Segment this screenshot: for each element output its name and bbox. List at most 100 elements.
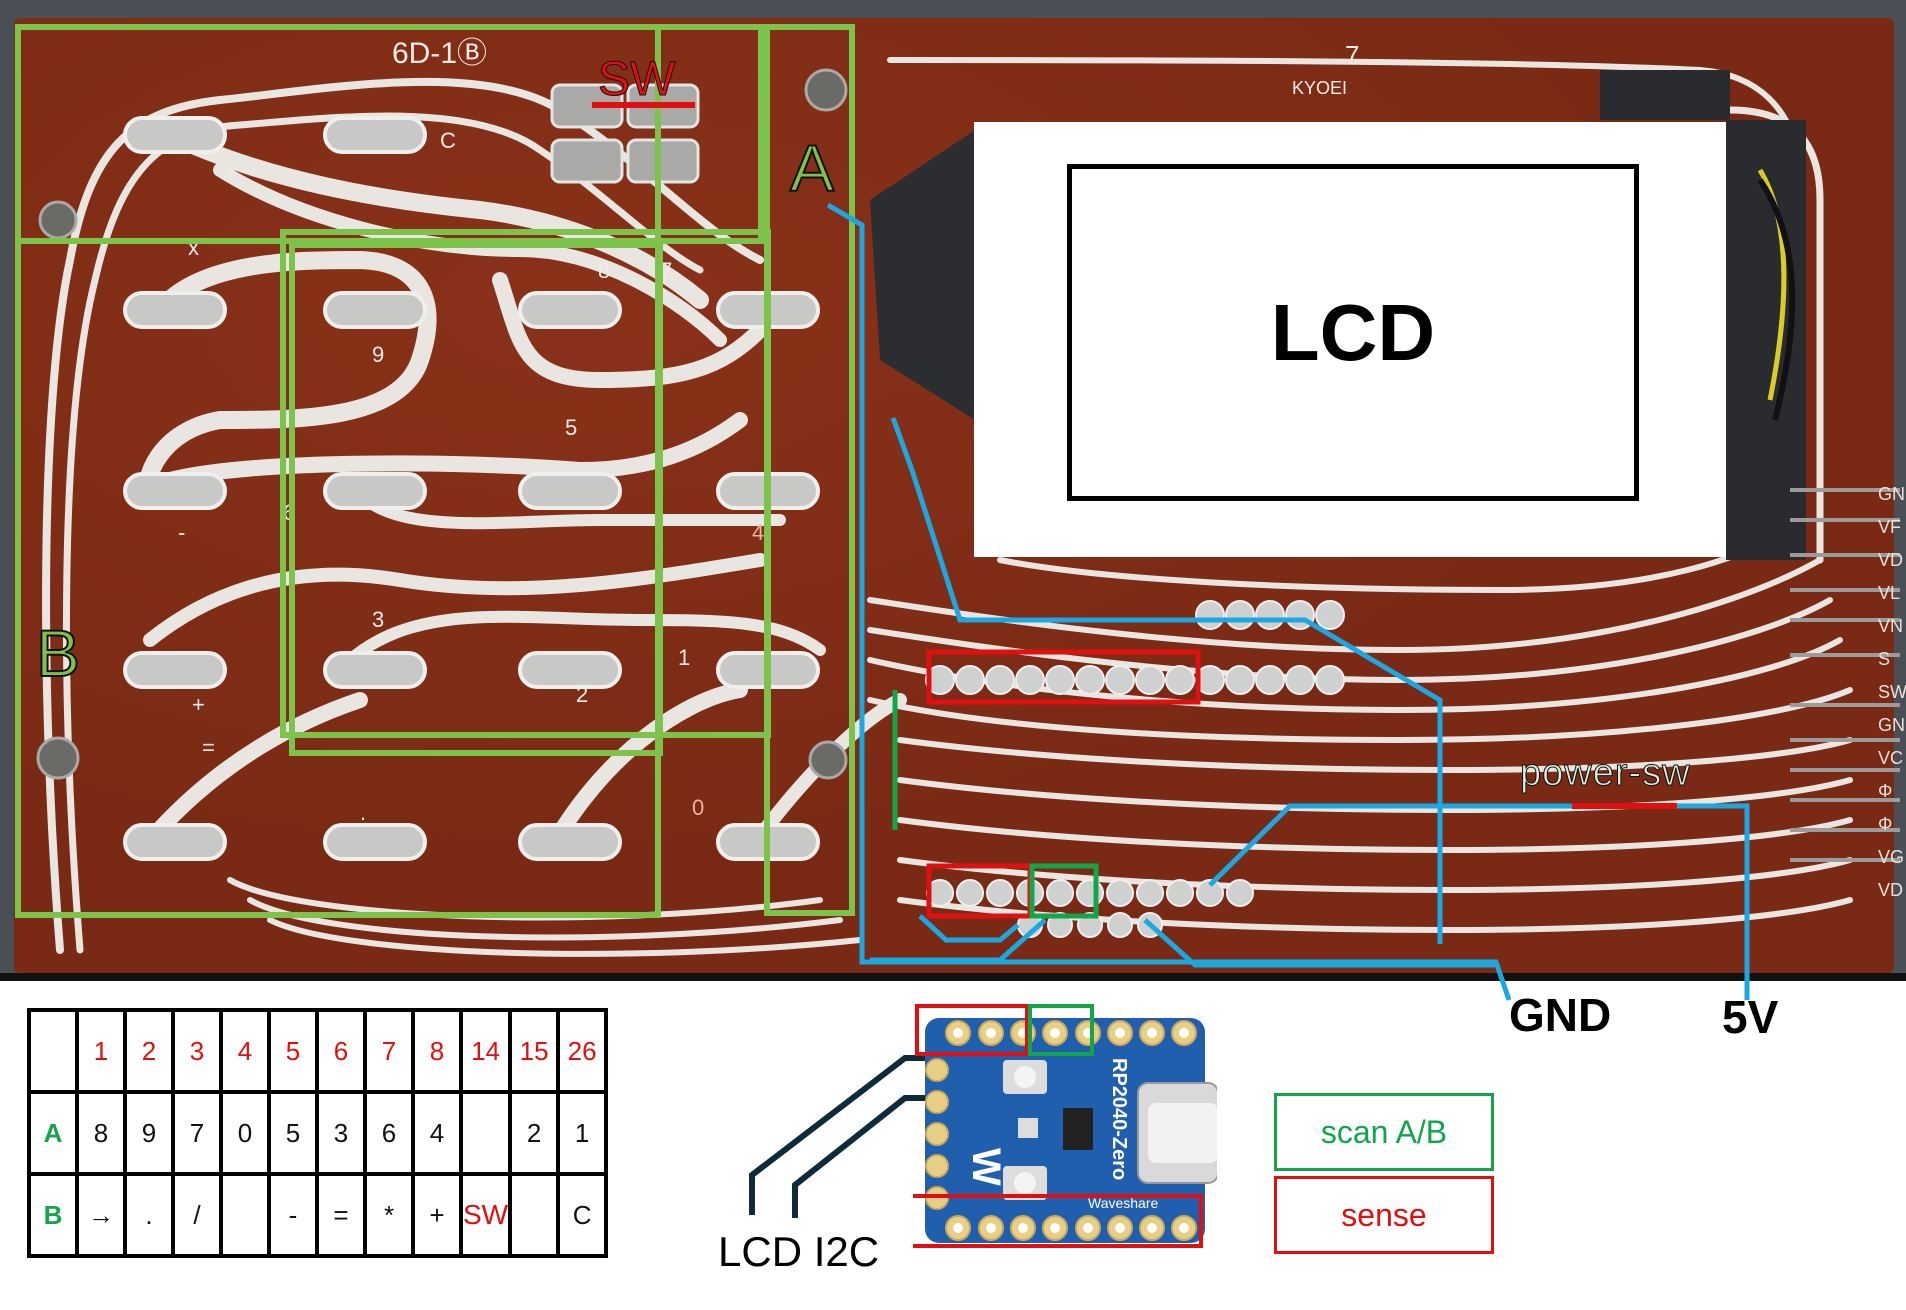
group-box-mid-inner [289, 242, 663, 756]
header-cell: 14 [458, 1008, 513, 1094]
pin-label: VD [1878, 550, 1904, 570]
table-cell: 4 [411, 1090, 463, 1176]
table-cell: C [556, 1172, 609, 1258]
key-label-divide: ÷ [225, 160, 238, 185]
table-cell: + [411, 1172, 463, 1258]
table-cell: 5 [267, 1090, 319, 1176]
key-label-1: 1 [678, 645, 691, 670]
wire-scan-loop [870, 918, 1047, 963]
key-label-plus: + [192, 692, 205, 717]
table-cell [508, 1172, 561, 1258]
key-label-5: 5 [565, 415, 578, 440]
table-cell: 8 [75, 1090, 127, 1176]
pin-label: VN [1878, 616, 1904, 636]
pin-label: Φ [1878, 781, 1893, 801]
chip [1063, 1108, 1093, 1150]
keymap-table: 1 2 3 4 5 6 7 8 14 15 26 A 8 9 7 0 5 3 6… [27, 1008, 609, 1258]
legend-sense: sense [1274, 1176, 1494, 1254]
header-cell: 8 [411, 1008, 463, 1094]
i2c-wire-scl [792, 1095, 940, 1218]
key-label-multiply: x [188, 235, 199, 260]
legend-sense-label: sense [1341, 1196, 1427, 1233]
table-cell: / [171, 1172, 223, 1258]
group-box-mid-outer [280, 229, 771, 738]
wire-a-to-gnd [826, 202, 1512, 1001]
lcd-box: LCD [1067, 164, 1639, 501]
table-cell: 2 [508, 1090, 561, 1176]
legend-scan: scan A/B [1274, 1093, 1494, 1171]
svg-text:RP2040-Zero: RP2040-Zero [1108, 1058, 1130, 1180]
header-cell: 3 [171, 1008, 223, 1094]
key-label-2: 2 [576, 682, 589, 707]
key-label-0: 0 [692, 795, 705, 820]
pin-label: VC [1878, 748, 1904, 768]
table-header-row: 1 2 3 4 5 6 7 8 14 15 26 [27, 1008, 609, 1094]
header-cell: 1 [75, 1008, 127, 1094]
sw-label: SW [597, 53, 676, 107]
row-label-a: A [27, 1090, 79, 1176]
pin-label: GN [1878, 715, 1905, 735]
pin-label: SW [1878, 682, 1906, 702]
power-sw-label: power-sw [1520, 752, 1691, 795]
pin-label: S [1878, 649, 1891, 669]
i2c-wire-sda [749, 1055, 940, 1215]
table-cell: . [123, 1172, 175, 1258]
table-cell: 3 [315, 1090, 367, 1176]
table-cell: = [315, 1172, 367, 1258]
wire-power-sw-left [1208, 803, 1572, 887]
key-label-9: 9 [372, 342, 385, 367]
legend-scan-label: scan A/B [1320, 1113, 1448, 1150]
key-label-equals: = [202, 735, 215, 760]
header-cell: 6 [315, 1008, 367, 1094]
key-label-7: 7 [660, 258, 673, 283]
table-row: B → . / - = * + SW C [27, 1172, 609, 1258]
table-cell: 0 [219, 1090, 271, 1176]
group-box-b [15, 24, 661, 918]
gnd-label: GND [1509, 989, 1612, 1041]
wire-5v [1677, 803, 1750, 1000]
silkscreen-logo: KYOEI [1292, 78, 1348, 98]
header-cell: 2 [123, 1008, 175, 1094]
pin-label: VD [1878, 880, 1904, 900]
silkscreen-logo-number: 7 [1345, 40, 1360, 70]
wire-gnd [1143, 918, 1496, 968]
key-label-dot: . [360, 800, 367, 825]
table-cell: 9 [123, 1090, 175, 1176]
rp2040-zero-board: W RP2040-Zero Waveshare [913, 1004, 1217, 1248]
key-label-4: 4 [752, 520, 765, 545]
scan-pins [1028, 1004, 1094, 1056]
key-label-8: 8 [598, 258, 611, 283]
table-row: A 8 9 7 0 5 3 6 4 2 1 [27, 1090, 609, 1176]
key-label-c: C [440, 128, 456, 153]
lcd-i2c-label: LCD I2C [718, 1228, 880, 1275]
header-cell: 4 [219, 1008, 271, 1094]
header-cell: 7 [363, 1008, 415, 1094]
pin-label: Φ [1878, 814, 1893, 834]
svg-text:W: W [964, 1148, 1008, 1186]
table-cell: → [75, 1172, 127, 1258]
sense-pins-bottom [913, 1194, 1203, 1248]
connector-pin-labels: GN VF VD VL VN S SW GN VC Φ Φ VG VD [1878, 478, 1906, 907]
sense-box-pcb-top [926, 649, 1201, 705]
silkscreen-model: 6D-1Ⓑ [392, 37, 488, 70]
table-cell: 7 [171, 1090, 223, 1176]
header-cell [27, 1008, 79, 1094]
table-cell-sw: SW [458, 1172, 513, 1258]
5v-label: 5V [1722, 991, 1779, 1043]
label-b: B [35, 615, 81, 691]
lcd-label: LCD [1270, 287, 1436, 377]
pin-label: GN [1878, 484, 1905, 504]
svg-text:Waveshare: Waveshare [1088, 1195, 1159, 1211]
pin-label: VG [1878, 847, 1905, 867]
pin-label: VL [1878, 583, 1901, 603]
pcb-bottom-edge [0, 973, 1906, 981]
sense-box-pcb-bottom [926, 863, 1033, 919]
table-cell: - [267, 1172, 319, 1258]
key-label-3: 3 [372, 607, 385, 632]
wire-b-scan [890, 417, 1443, 944]
table-cell: 1 [556, 1090, 609, 1176]
table-cell: 6 [363, 1090, 415, 1176]
wire-sense-loop [918, 914, 1020, 943]
header-cell: 15 [508, 1008, 561, 1094]
